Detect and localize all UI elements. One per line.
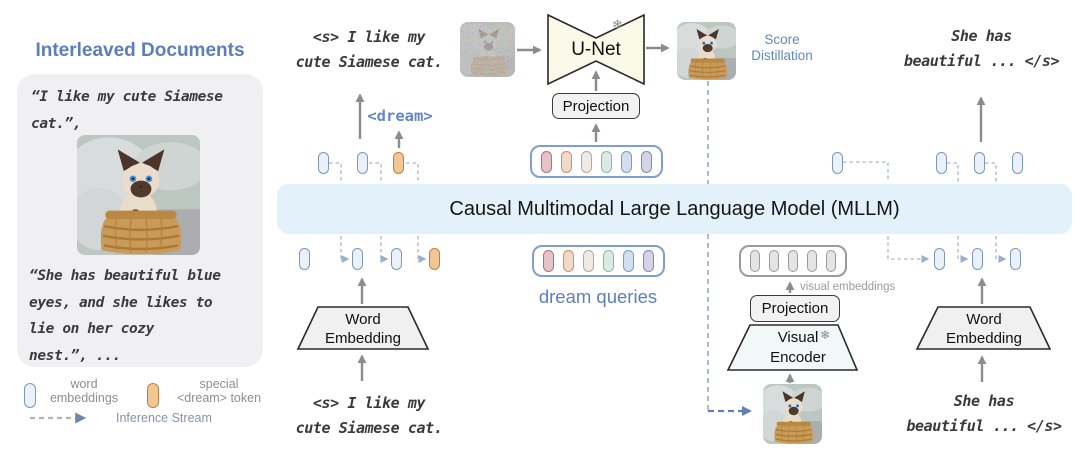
dream-query-token — [601, 150, 612, 173]
word-embedding-legend-token — [24, 383, 36, 408]
interleaved-documents-title: Interleaved Documents — [35, 40, 245, 61]
word-embedding-token — [357, 152, 368, 174]
dream-query-token — [543, 250, 554, 272]
dream-token-legend-token — [147, 383, 159, 408]
word-embedding-token — [936, 152, 947, 174]
dream-queries-output-box — [530, 145, 663, 178]
snowflake-frozen-icon: ❄ — [820, 328, 831, 342]
projection-module-diffusion: Projection — [552, 93, 640, 119]
score-distillation-label: Score Distillation — [751, 32, 813, 63]
dream-query-token — [643, 250, 654, 272]
special-dream-token-legend-label: special <dream> token — [176, 377, 262, 405]
word-embedding-token — [1012, 152, 1023, 174]
dream-query-token — [541, 150, 552, 173]
output-text-right: She has beautiful ... </s> — [903, 27, 1060, 70]
dream-token — [393, 152, 404, 174]
word-embeddings-legend-label: word embeddings — [49, 377, 119, 405]
unet-label: U-Net — [571, 39, 621, 60]
dream-queries-label: dream queries — [538, 286, 658, 307]
dream-query-token — [563, 250, 574, 272]
dream-token — [429, 248, 440, 270]
input-text-left: <s> I like my cute Siamese cat. — [295, 394, 443, 437]
word-embedding-token — [1010, 248, 1021, 270]
word-embedding-token — [974, 152, 985, 174]
document-text-1: “I like my cute Siamese cat.”, — [31, 89, 223, 132]
visual-embeddings-box — [739, 245, 847, 277]
visual-encoder-label: Visual Encoder — [770, 329, 826, 366]
dream-query-token — [641, 150, 652, 173]
word-embedding-token — [934, 248, 945, 270]
document-text-2: “She has beautiful blue eyes, and she li… — [29, 268, 221, 364]
inference-stream-legend-label: Inference Stream — [116, 411, 212, 425]
dream-query-token — [583, 250, 594, 272]
dream-query-token — [561, 150, 572, 173]
input-text-right: She has beautiful ... </s> — [906, 392, 1062, 435]
output-text-left: <s> I like my cute Siamese cat. — [295, 28, 443, 71]
visual-embedding-token — [769, 250, 779, 272]
visual-embeddings-label: visual embeddings — [800, 281, 896, 293]
visual-embedding-token — [826, 250, 836, 272]
mllm-bar: Causal Multimodal Large Language Model (… — [277, 184, 1072, 234]
noised-image — [460, 22, 515, 77]
visual-embedding-token — [807, 250, 817, 272]
snowflake-frozen-icon: ❄ — [612, 17, 623, 32]
dream-token-label: <dream> — [367, 107, 433, 125]
word-embedding-left-label: Word Embedding — [325, 311, 401, 347]
dream-queries-input-box — [532, 245, 665, 277]
word-embedding-right-label: Word Embedding — [946, 311, 1022, 347]
dream-query-token — [623, 250, 634, 272]
dream-query-token — [603, 250, 614, 272]
visual-embedding-token — [788, 250, 798, 272]
word-embedding-token — [391, 248, 402, 270]
mllm-bar-label: Causal Multimodal Large Language Model (… — [449, 197, 900, 220]
word-embedding-token — [299, 248, 310, 270]
dream-query-token — [581, 150, 592, 173]
generated-image — [677, 22, 736, 80]
document-cat-image — [77, 135, 200, 255]
word-embedding-token — [972, 248, 983, 270]
word-embedding-token — [352, 248, 363, 270]
word-embedding-token — [318, 152, 329, 174]
word-embedding-token — [832, 152, 843, 174]
dream-query-token — [621, 150, 632, 173]
input-image — [763, 384, 822, 444]
visual-embedding-token — [750, 250, 760, 272]
projection-module-vision: Projection — [750, 295, 840, 322]
token-stream-dashes-bottom — [340, 236, 1007, 263]
